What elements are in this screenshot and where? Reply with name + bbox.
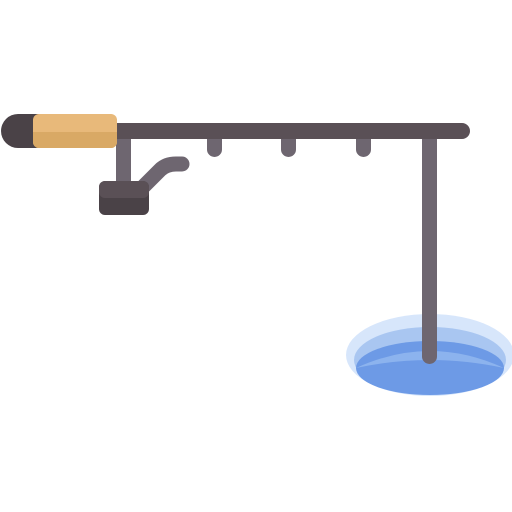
rod-icon bbox=[1, 114, 470, 148]
rod-shaft bbox=[100, 123, 470, 139]
reel-stem bbox=[116, 130, 131, 190]
rod-handle-shade-fill bbox=[33, 132, 117, 140]
reel-body-top bbox=[99, 181, 149, 198]
fishing-line bbox=[422, 124, 437, 364]
reel-crank-arm bbox=[132, 156, 190, 198]
rod-butt-cap bbox=[1, 114, 40, 148]
reel-icon bbox=[99, 130, 190, 215]
fishing-line-drop bbox=[422, 124, 437, 364]
ice-hole-water bbox=[356, 341, 504, 395]
